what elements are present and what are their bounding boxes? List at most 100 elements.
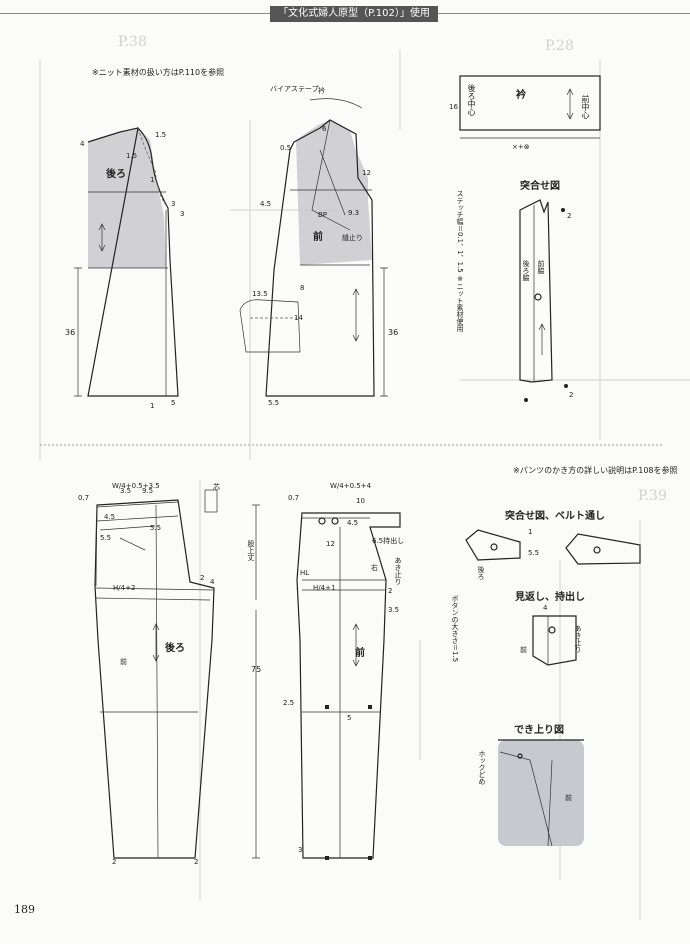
bp-label-07: 0.7	[78, 494, 89, 502]
collar-measure: ×+⊗	[512, 143, 530, 151]
front-label-14: 14	[294, 314, 303, 322]
section-fit-diagram: 突合せ図	[520, 181, 560, 192]
opening-end-1: あき止り	[394, 557, 402, 585]
crotch-depth: 股上丈	[247, 540, 255, 562]
bp-label-35: 3.5	[120, 487, 131, 495]
bp-label-4: 4	[210, 578, 215, 586]
front-bodice: 前 BP 縫止り バイアステープ 衿 6 0.5 12 4.5 9.3 13.5…	[239, 85, 398, 407]
back-label-4: 1	[150, 176, 154, 184]
interlining-label: 芯	[213, 482, 220, 491]
finished-view: 前 ホックどめ	[478, 739, 584, 847]
bp-label-95: 9.5	[142, 487, 153, 495]
collar-label: 衿	[516, 88, 526, 101]
back-label-1: 1.5	[155, 131, 166, 139]
pants-length: 75	[251, 665, 261, 674]
knit-note: ※ニット素材の扱い方はP.110を参照	[92, 68, 225, 77]
button-note: ボタンの大きさ＝1.5	[451, 595, 459, 662]
front-label-93: 9.3	[348, 209, 359, 217]
front-label-05: 0.5	[280, 144, 291, 152]
section-fit-belt-loop: 突合せ図、ベルト通し	[505, 511, 605, 522]
bp-label-55: 5.5	[100, 534, 111, 542]
section-facing-extension: 見返し、持出し	[515, 592, 585, 603]
opening-end-2: あき止り	[574, 625, 582, 653]
fp-label-5: 5	[347, 714, 351, 722]
back-bodice: 後ろ 1.5 4 1.5 1 3 3 5 1 36	[65, 126, 184, 410]
fit-back-side: 後ろ脇	[522, 259, 530, 282]
belt-label-55: 5.5	[528, 549, 539, 557]
section-finished: でき上り図	[514, 725, 564, 736]
right-label: 右	[371, 563, 378, 572]
stitch-note-group: ステッチ幅＝0.1、1、1.5 ※ニット素材使用	[456, 190, 464, 333]
collar-height: 16	[449, 103, 458, 111]
front-pants: 前 W/4+0.5+4 H/4+1 HL 右 6.5持出し あき止り 0.7 1…	[283, 482, 404, 860]
back-length: 36	[65, 328, 75, 337]
waist-back: W/4+0.5+3.5	[112, 482, 160, 490]
hl-label: HL	[300, 569, 309, 577]
collar-piece: 16 衿 ×+⊗	[449, 75, 601, 151]
front-label-55: 5.5	[268, 399, 279, 407]
fly-ext: 6.5持出し	[372, 536, 404, 545]
back-label-3: 1.5	[126, 152, 137, 160]
fp-label-07: 0.7	[288, 494, 299, 502]
back-pants-label: 後ろ	[165, 641, 185, 654]
fp-label-12: 12	[326, 540, 335, 548]
front-label-6: 6	[322, 125, 327, 133]
facing-front-label: 前	[520, 645, 527, 654]
back-label-6: 3	[180, 210, 184, 218]
bp-label-2: 2	[200, 574, 204, 582]
hook-label: ホックどめ	[478, 750, 486, 785]
svg-text:P.39: P.39	[638, 488, 667, 504]
fit-front-side: 前脇	[537, 259, 545, 275]
header-title: 「文化式婦人原型（P.102）」使用	[270, 6, 438, 22]
page-number: 189	[14, 903, 35, 916]
belt-back-label: 後ろ	[477, 565, 485, 581]
bp-label-2b: 2	[112, 858, 116, 866]
front-label-12: 12	[362, 169, 371, 177]
fp-label-25: 2.5	[283, 699, 294, 707]
fp-label-10: 10	[356, 497, 365, 505]
bias-tape-label: バイアステープ	[270, 85, 319, 93]
back-label-8: 1	[150, 402, 154, 410]
hip-back: H/4+2	[113, 584, 135, 592]
back-bodice-label: 後ろ	[106, 167, 126, 180]
front-length: 36	[388, 328, 398, 337]
bodice-fit-diagram: 前脇 後ろ脇 2 2	[519, 199, 573, 402]
ghost-show-through: P.38 P.28 P.39	[39, 34, 690, 920]
bp-label-55b: 5.5	[150, 524, 161, 532]
belt-label-1: 1	[528, 528, 532, 536]
front-collar-label: 衿	[318, 86, 325, 95]
svg-text:P.38: P.38	[118, 34, 147, 50]
fp-label-3: 3	[298, 846, 302, 854]
fp-label-2: 2	[388, 587, 392, 595]
dart-label: 縫止り	[342, 233, 363, 242]
bp-label-45: 4.5	[104, 513, 115, 521]
fit-label-2b: 2	[569, 391, 573, 399]
stitch-note: ステッチ幅＝0.1、1、1.5 ※ニット素材使用	[456, 190, 464, 333]
back-pants: 後ろ 前 W/4+0.5+3.5 H/4+2 0.7 3.5 9.5 4.5 6…	[78, 482, 220, 866]
hip-front: H/4+1	[313, 584, 335, 592]
fp-label-45: 4.5	[347, 519, 358, 527]
collar-back-center: 後ろ中心	[467, 84, 476, 116]
back-pants-front-mark: 前	[120, 657, 127, 666]
fp-label-35: 3.5	[388, 606, 399, 614]
front-label-135: 13.5	[252, 290, 268, 298]
front-label-8: 8	[300, 284, 304, 292]
front-bodice-label: 前	[313, 230, 323, 243]
back-label-7: 5	[171, 399, 175, 407]
back-label-5: 3	[171, 200, 175, 208]
front-label-45: 4.5	[260, 200, 271, 208]
fit-label-2a: 2	[567, 212, 571, 220]
front-pants-label: 前	[355, 646, 365, 659]
collar-front-center: 前中心	[581, 95, 590, 119]
bp-label: BP	[318, 211, 327, 219]
pants-note: ※パンツのかき方の詳しい説明はP.108を参照	[513, 466, 678, 475]
length-guide: 股上丈 75	[247, 504, 261, 859]
back-label-2: 4	[80, 140, 85, 148]
facing-label-4: 4	[543, 604, 548, 612]
svg-text:P.28: P.28	[545, 38, 574, 54]
finished-front-label: 前	[565, 793, 572, 802]
waist-front: W/4+0.5+4	[330, 482, 372, 490]
facing-diagram: 前 あき止り 4 6.5持出し	[520, 604, 582, 666]
